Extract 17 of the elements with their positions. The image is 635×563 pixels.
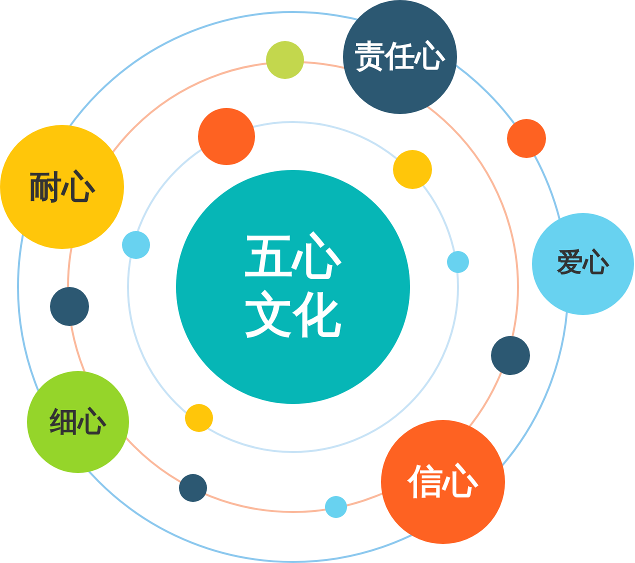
dot <box>392 150 432 188</box>
dot <box>122 231 150 259</box>
dot <box>50 286 88 326</box>
dot <box>490 336 530 374</box>
keyword-label: 信心 <box>408 462 478 502</box>
dot <box>198 108 254 164</box>
keyword-label: 责任心 <box>355 40 445 74</box>
keyword-label: 细心 <box>50 406 106 438</box>
dot <box>185 404 213 432</box>
keyword-label: 耐心 <box>29 168 95 206</box>
dot <box>325 496 347 518</box>
keyword-label: 爱心 <box>557 249 609 279</box>
center-label: 五心文化 <box>244 229 342 345</box>
dot <box>266 41 304 79</box>
dot <box>179 474 207 502</box>
dot <box>506 118 546 158</box>
dot <box>447 251 469 273</box>
